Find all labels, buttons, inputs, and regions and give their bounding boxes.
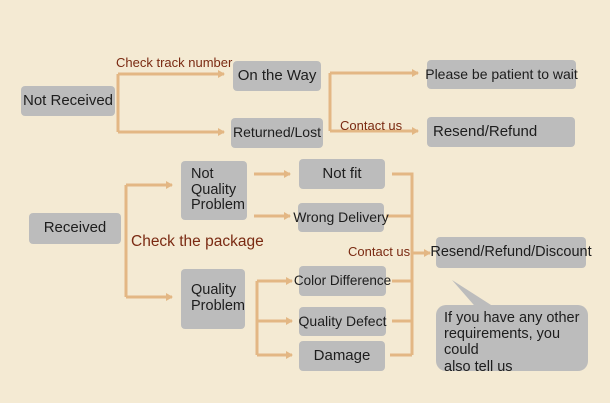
node-wrong-delivery: Wrong Delivery — [293, 203, 389, 232]
node-resend-refund: Resend/Refund — [427, 117, 575, 147]
node-received: Received — [29, 213, 121, 244]
node-not-quality-problem-line-2: Quality — [191, 181, 237, 198]
node-quality-defect: Quality Defect — [299, 307, 386, 336]
node-not-quality-problem-line-3: Problem — [191, 197, 245, 214]
label-contact-us-top: Contact us — [340, 118, 403, 133]
note-line-3: also tell us — [444, 358, 513, 375]
node-please-be-patient: Please be patient to wait — [425, 60, 578, 89]
node-damage: Damage — [299, 341, 385, 371]
node-not-received: Not Received — [21, 86, 115, 116]
node-not-quality-problem-line-1: Not — [191, 165, 214, 182]
connector-merge — [386, 172, 414, 357]
label-check-the-package: Check the package — [131, 233, 264, 250]
node-resend-refund-discount: Resend/Refund/Discount — [430, 237, 592, 268]
node-quality-problem-line-1: Quality — [191, 282, 237, 299]
note-bubble-tail — [452, 280, 502, 312]
node-color-difference: Color Difference — [294, 266, 391, 296]
node-not-quality-problem: Not Quality Problem — [181, 161, 247, 220]
label-check-track-number: Check track number — [116, 55, 233, 70]
note-other-requirements: If you have any other requirements, you … — [436, 305, 588, 375]
node-returned-lost: Returned/Lost — [231, 118, 323, 148]
note-line-1: If you have any other — [444, 310, 580, 326]
note-line-2: requirements, you could — [444, 326, 561, 359]
node-on-the-way: On the Way — [233, 61, 321, 91]
node-quality-problem: Quality Problem — [181, 269, 245, 329]
node-quality-problem-line-2: Problem — [191, 298, 245, 314]
node-not-fit: Not fit — [299, 159, 385, 189]
label-contact-us-bottom: Contact us — [348, 244, 411, 259]
